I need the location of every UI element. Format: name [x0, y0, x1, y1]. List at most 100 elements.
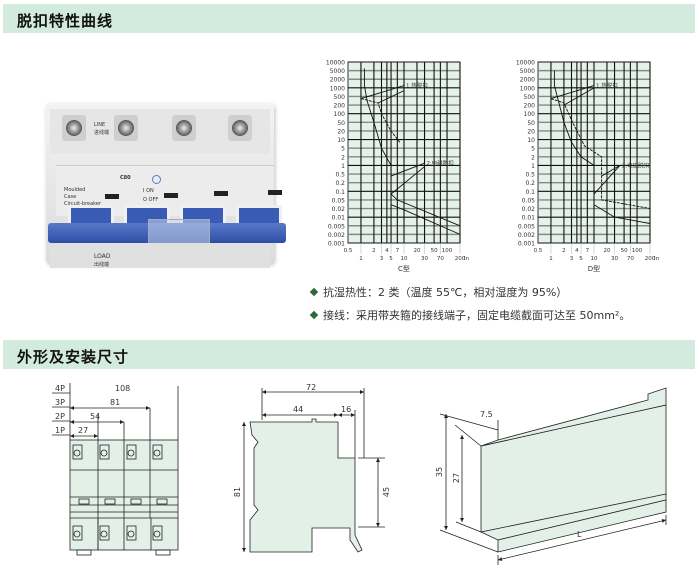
desc-label: Circuit-breaker — [64, 201, 102, 207]
bullet-text: 接线：采用带夹箍的接线端子，固定电缆截面可达至 50mm²。 — [323, 309, 631, 322]
y-tick-label: 1 — [531, 163, 535, 170]
x-tick-label: 2 — [562, 248, 566, 254]
y-tick-label: 0.01 — [332, 215, 346, 222]
x-tick-label: 1 — [359, 256, 363, 262]
x-tick-label: 100 — [442, 248, 453, 254]
indicator-window — [268, 190, 282, 195]
indicator-window — [214, 191, 228, 196]
curve-thermal-lower — [553, 70, 595, 166]
curve-thermal-upper — [550, 98, 651, 209]
y-tick-label: 200 — [334, 103, 346, 110]
section-header-trip-curves: 脱扣特性曲线 — [3, 4, 695, 33]
x-tick-label: 50 — [431, 248, 438, 254]
y-tick-label: 0.5 — [525, 172, 535, 179]
annotation-thermal-trip: 1.热脱扣 — [406, 82, 428, 90]
x-tick-label: 100 — [632, 248, 643, 254]
line-cn-label: 进线端 — [94, 130, 110, 136]
bullet-text: 抗湿热性：2 类（温度 55℃，相对湿度为 95%） — [323, 286, 568, 299]
curve-leader-1a — [360, 85, 405, 100]
section-header-dimensions: 外形及安装尺寸 — [3, 340, 695, 369]
section-title: 外形及安装尺寸 — [17, 348, 130, 366]
annotation-thermal-trip: 1.热脱扣 — [596, 82, 618, 90]
curve-leader-2a — [390, 162, 425, 177]
y-tick-label: 0.02 — [332, 206, 346, 213]
x-tick-label: 70 — [437, 256, 444, 262]
y-tick-label: 10000 — [326, 60, 345, 67]
x-tick-label: 10 — [591, 256, 598, 262]
curve-leader-1a — [550, 85, 595, 100]
screw-icon — [176, 120, 192, 136]
y-tick-label: 20 — [527, 128, 535, 135]
y-tick-label: 10000 — [516, 60, 535, 67]
y-tick-label: 10 — [527, 137, 535, 144]
y-tick-label: 100 — [524, 111, 536, 118]
x-tick-label: 10 — [401, 256, 408, 262]
chart-title: C型 — [398, 264, 410, 273]
x-tick-label: 4 — [575, 248, 579, 254]
curve-leader-2b — [601, 165, 621, 177]
x-tick-label: 20 — [603, 248, 610, 254]
x-tick-label: 4 — [385, 248, 389, 254]
x-tick-label: 200 — [455, 256, 466, 262]
side-view-drawing: 72 44 16 81 45 — [233, 383, 391, 553]
curve-leader-1b — [377, 90, 405, 104]
dim-flange-7-5: 7.5 — [480, 410, 493, 419]
indicator-window — [105, 194, 119, 199]
y-tick-label: 0.2 — [335, 180, 345, 187]
dim-height-35: 35 — [435, 467, 444, 477]
y-tick-label: 0.05 — [522, 197, 536, 204]
y-tick-label: 2000 — [520, 77, 535, 84]
x-tick-label: 30 — [611, 256, 618, 262]
y-tick-label: 20 — [337, 128, 345, 135]
y-tick-label: 0.01 — [522, 215, 536, 222]
y-tick-label: 0.005 — [328, 223, 345, 230]
x-tick-label: 0.5 — [344, 248, 353, 254]
line-label: LINE — [94, 122, 106, 128]
dim-height-81: 81 — [233, 487, 242, 497]
y-tick-label: 5000 — [520, 68, 535, 75]
certification-mark-icon — [152, 175, 161, 184]
y-tick-label: 50 — [337, 120, 345, 127]
dim-depth-44: 44 — [293, 405, 303, 414]
off-label: O OFF — [143, 197, 159, 203]
load-cn-label: 出线端 — [94, 262, 110, 268]
dim-width-3p: 81 — [110, 398, 120, 407]
dim-width-1p: 27 — [78, 426, 88, 435]
curve-thermal-upper — [360, 98, 401, 143]
x-tick-label: 200 — [645, 256, 656, 262]
screw-icon — [118, 120, 134, 136]
y-tick-label: 5000 — [330, 68, 345, 75]
y-tick-label: 5 — [531, 146, 535, 153]
y-tick-label: 0.001 — [518, 241, 535, 248]
y-tick-label: 0.005 — [518, 223, 535, 230]
label-2p: 2P — [55, 412, 65, 421]
y-tick-label: 1000 — [330, 85, 345, 92]
y-tick-label: 2 — [531, 154, 535, 161]
on-label: I ON — [143, 188, 154, 194]
y-tick-label: 0.002 — [518, 232, 535, 239]
screw-icon — [66, 120, 82, 136]
dim-length-l: L — [577, 530, 582, 539]
x-axis-unit: In — [464, 256, 470, 262]
trip-curve-chart-d: 100005000200010005002001005020105210.50.… — [516, 60, 660, 274]
x-tick-label: 3 — [380, 256, 384, 262]
trip-curve-chart-c: 100005000200010005002001005020105210.50.… — [326, 60, 470, 274]
curve-magnetic-lower — [593, 204, 651, 224]
desc-label: Moulded — [64, 187, 86, 193]
y-tick-label: 50 — [527, 120, 535, 127]
y-tick-label: 5 — [341, 146, 345, 153]
annotation-magnetic-trip: 2.电磁脱扣 — [622, 161, 649, 169]
terminal — [228, 115, 252, 141]
y-tick-label: 0.02 — [522, 206, 536, 213]
y-tick-label: 0.001 — [328, 241, 345, 248]
spec-bullet-wiring: 接线：采用带夹箍的接线端子，固定电缆截面可达至 50mm²。 — [309, 307, 631, 323]
desc-label: Case — [64, 194, 77, 200]
dim-width-2p: 54 — [90, 412, 100, 421]
x-tick-label: 2 — [372, 248, 376, 254]
y-tick-label: 500 — [524, 94, 536, 101]
x-tick-label: 3 — [570, 256, 574, 262]
label-4p: 4P — [55, 384, 65, 393]
terminal — [172, 115, 196, 141]
label-1p: 1P — [55, 426, 65, 435]
y-tick-label: 0.05 — [332, 197, 346, 204]
